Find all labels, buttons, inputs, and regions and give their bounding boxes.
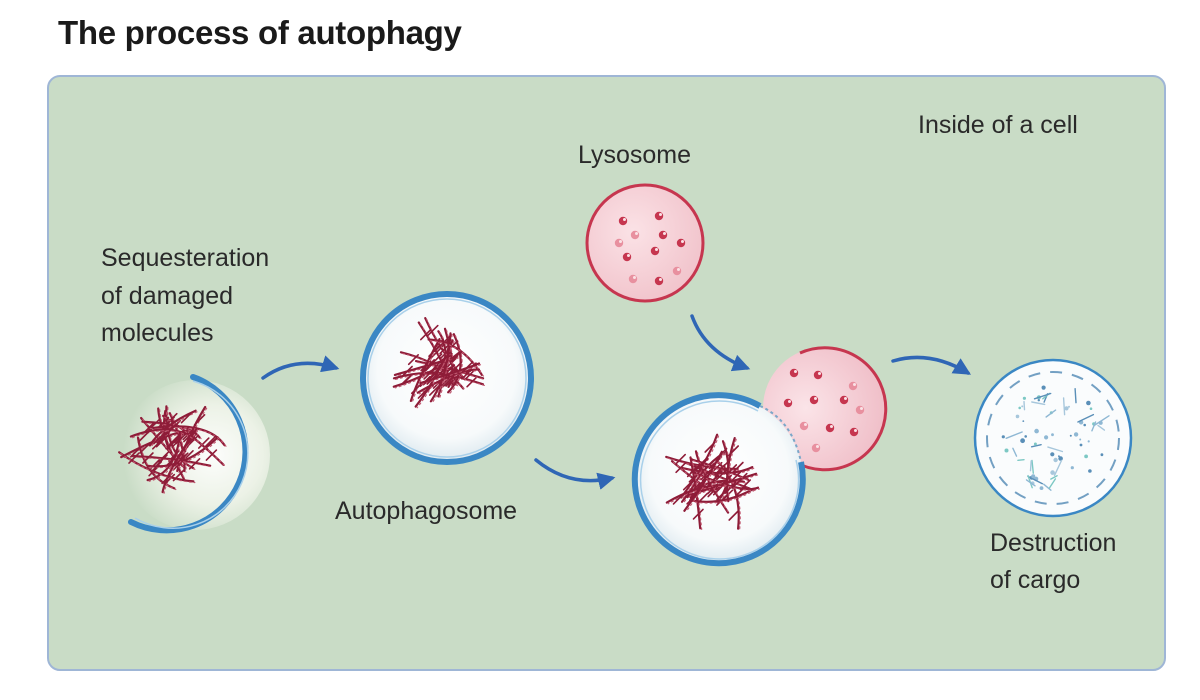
fusing-lysosome — [763, 346, 888, 472]
lysosome-enzymes — [614, 211, 686, 286]
autophagosome — [360, 291, 534, 465]
destruction-label-line2: of cargo — [990, 566, 1080, 594]
cell-interior-label: Inside of a cell — [918, 111, 1078, 139]
fusion-cargo — [665, 433, 761, 531]
autophagosome-label: Autophagosome — [335, 497, 517, 525]
figure-title: The process of autophagy — [58, 14, 462, 51]
fusing-lysosome-enzymes — [783, 368, 865, 453]
phagophore — [118, 374, 270, 534]
arrow-to-destruction — [891, 355, 971, 375]
cell-panel — [47, 75, 1166, 671]
lysosome — [585, 183, 705, 303]
arrow-to-fusion — [534, 458, 616, 490]
sequestration-label-line3: molecules — [101, 319, 214, 347]
lysosome-label: Lysosome — [578, 141, 691, 169]
degraded-cargo-fragments — [1001, 385, 1110, 491]
autophagosome-cargo — [392, 317, 486, 409]
fusing-autophagosome — [631, 392, 806, 567]
autolysosome — [973, 358, 1133, 518]
sequestration-label-line2: of damaged — [101, 282, 233, 310]
sequestration-label-line1: Sequesteration — [101, 244, 269, 272]
arrow-to-autophagosome — [261, 355, 340, 380]
destruction-label-line1: Destruction — [990, 529, 1116, 557]
arrow-lysosome-to-fusion — [690, 314, 751, 372]
damaged-molecules-cluster — [118, 405, 227, 494]
